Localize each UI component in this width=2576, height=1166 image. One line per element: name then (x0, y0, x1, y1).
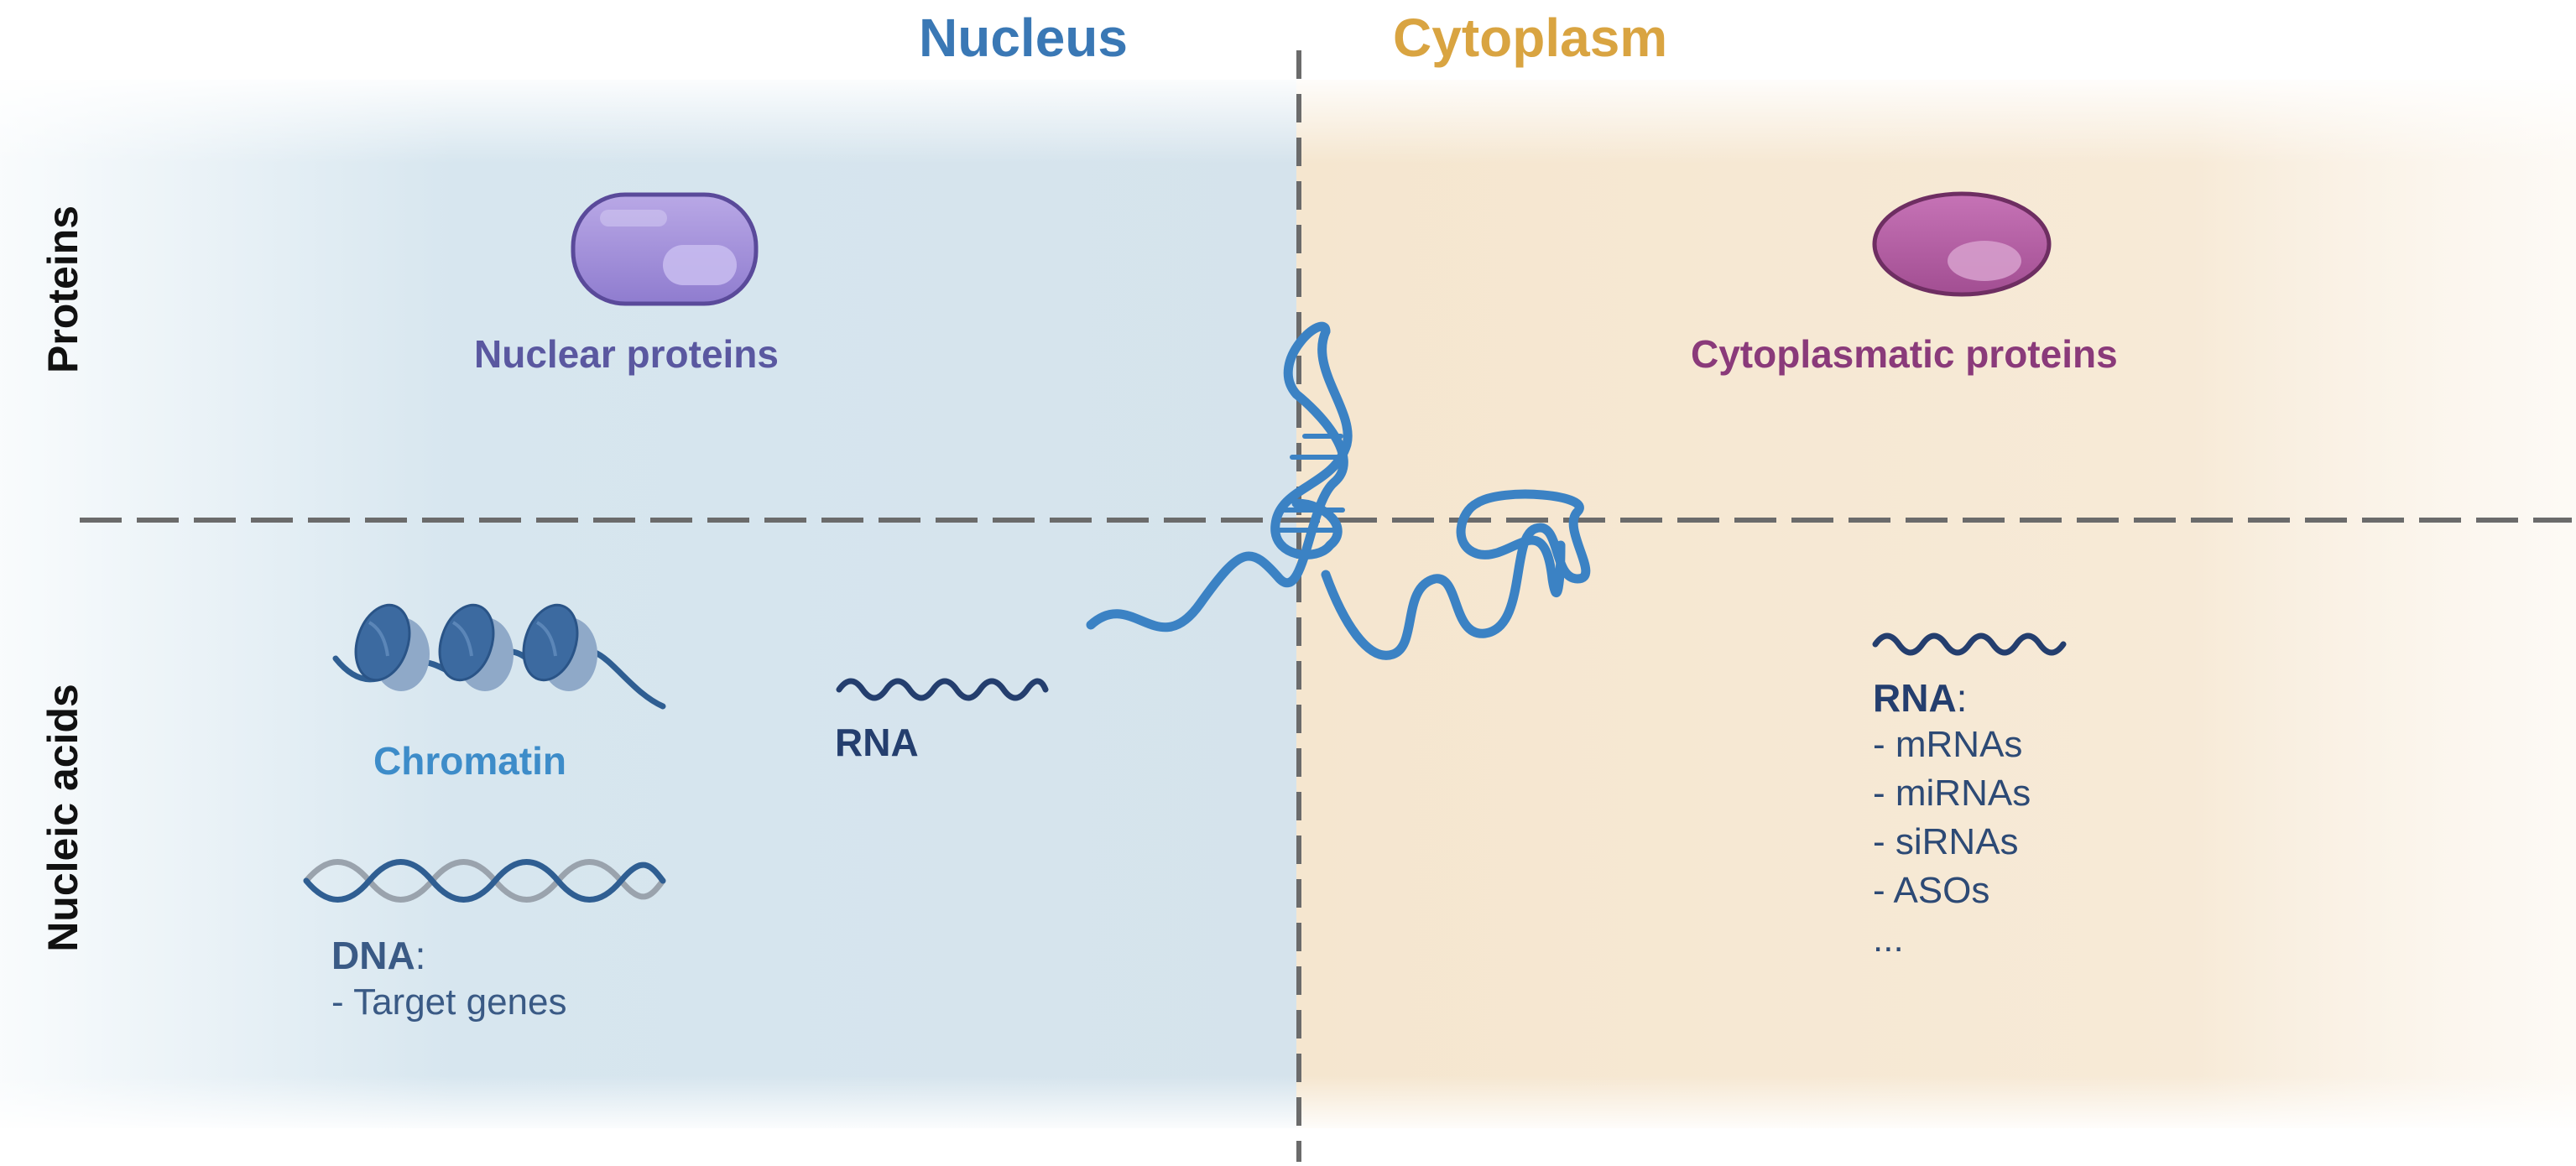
rna-list-item: ... (1873, 919, 1904, 960)
nuclear-protein-icon (571, 192, 759, 306)
dna-helix-icon (303, 859, 666, 903)
nuclear-proteins-label: Nuclear proteins (474, 332, 779, 376)
chromatin-icon (332, 603, 666, 710)
cytoplasmic-protein-icon (1872, 191, 2052, 297)
dna-colon: : (415, 934, 426, 977)
cytoplasmic-rna-block: RNA: - mRNAs - miRNAs - siRNAs - ASOs ..… (1873, 675, 2031, 964)
nuclear-rna-label: RNA (835, 721, 919, 764)
rna-list-item: - mRNAs (1873, 724, 2023, 765)
nuclear-rna-wave-icon (836, 678, 1049, 701)
nucleic-acids-row-label: Nucleic acids (39, 684, 86, 952)
chromatin-label: Chromatin (373, 739, 566, 783)
cytoplasmic-rna-label: RNA (1873, 676, 1957, 720)
proteins-row-label: Proteins (39, 205, 86, 374)
rna-list-item: - miRNAs (1873, 773, 2031, 814)
crossing-helix-rungs (1277, 434, 1345, 533)
dna-block: DNA: - Target genes (331, 933, 566, 1027)
rna-list-item: - ASOs (1873, 870, 1990, 911)
cytoplasmic-rna-wave-icon (1872, 632, 2067, 656)
cytoplasmic-rna-colon: : (1956, 676, 1968, 720)
dna-label: DNA (331, 934, 415, 977)
dna-item: - Target genes (331, 981, 567, 1023)
crossing-nucleic-acid-icon (1086, 321, 1591, 660)
cytoplasm-header: Cytoplasm (1393, 8, 1668, 68)
cytoplasmatic-proteins-label: Cytoplasmatic proteins (1691, 332, 2118, 376)
nucleus-header: Nucleus (919, 8, 1128, 68)
rna-list-item: - siRNAs (1873, 821, 2019, 862)
